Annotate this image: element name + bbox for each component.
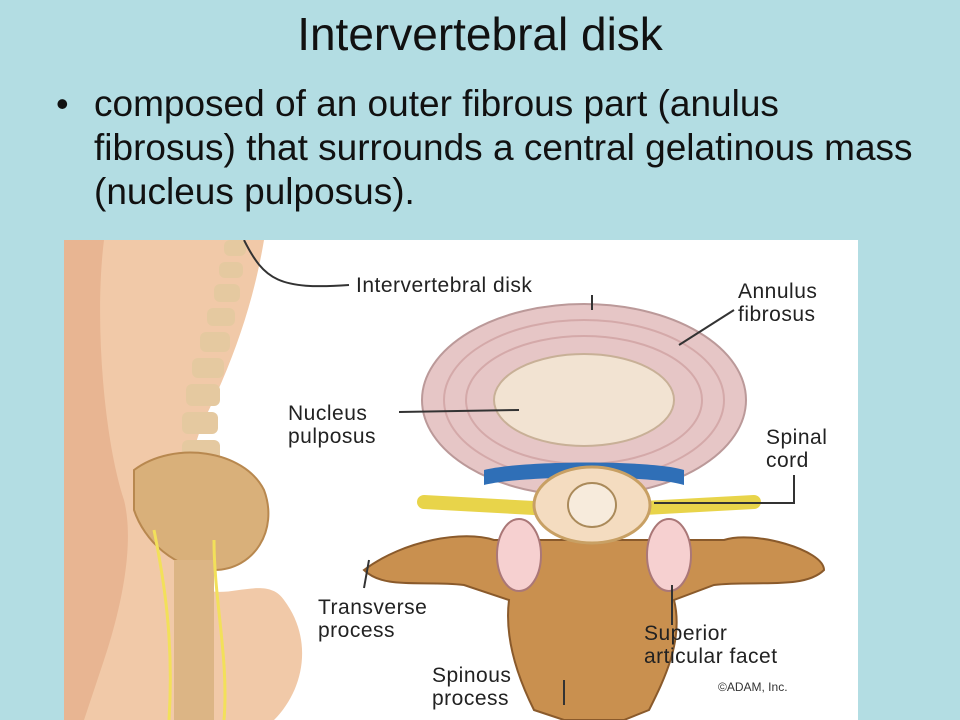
facet-left xyxy=(496,518,542,592)
copyright-text: ©ADAM, Inc. xyxy=(718,680,788,694)
bullet-text: composed of an outer fibrous part (anulu… xyxy=(94,83,913,212)
label-intervertebral-disk: Intervertebral disk xyxy=(356,274,533,297)
facet-right xyxy=(646,518,692,592)
anatomy-illustration xyxy=(64,240,826,720)
leader-line xyxy=(398,409,520,413)
anatomy-figure: Intervertebral disk Annulus fibrosus Nuc… xyxy=(64,240,858,720)
label-spinous-process: Spinous process xyxy=(432,664,512,710)
label-spinal-cord: Spinal cord xyxy=(766,426,828,472)
leader-line xyxy=(363,559,370,589)
nucleus-shape xyxy=(493,353,675,447)
leader-line xyxy=(654,475,795,504)
label-annulus-fibrosus: Annulus fibrosus xyxy=(738,280,818,326)
label-superior-articular-facet: Superior articular facet xyxy=(644,622,778,668)
label-transverse-process: Transverse process xyxy=(318,596,428,642)
torso-shadow xyxy=(64,240,128,720)
pelvis-shape xyxy=(133,451,270,572)
femur-shape xyxy=(174,560,214,720)
nerve-line xyxy=(212,539,227,720)
leader-line xyxy=(243,240,350,288)
nerve-line xyxy=(152,529,172,720)
leader-line xyxy=(678,309,735,346)
bullet-marker: • xyxy=(56,83,69,124)
bullet-item: • composed of an outer fibrous part (anu… xyxy=(56,82,916,214)
label-nucleus-pulposus: Nucleus pulposus xyxy=(288,402,377,448)
spinal-cord-core xyxy=(567,482,617,528)
slide-title: Intervertebral disk xyxy=(297,8,663,60)
